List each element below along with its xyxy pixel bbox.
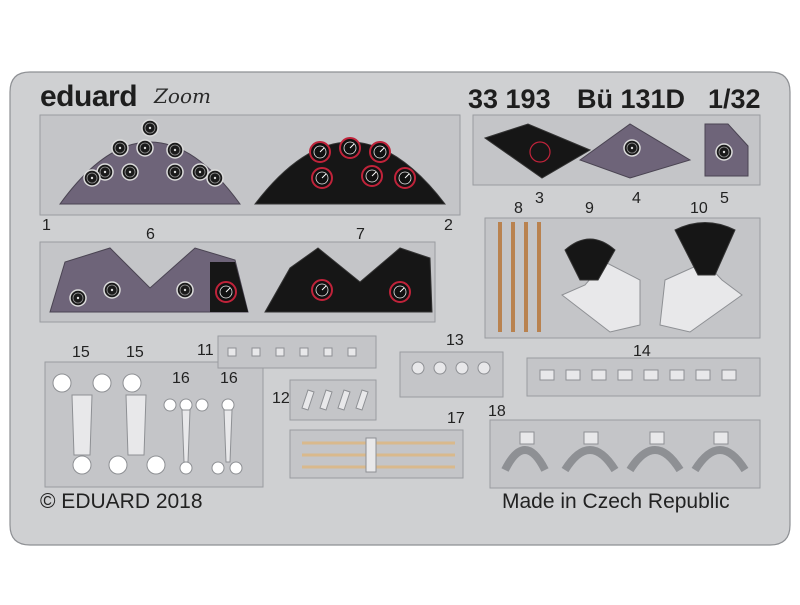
part-number: 4	[632, 190, 641, 207]
part-number: 12	[272, 390, 290, 407]
series-logo: Zoom	[154, 84, 211, 108]
part-15-lever-b	[108, 373, 166, 475]
kit-number: 33 193	[468, 84, 551, 114]
part-number: 18	[488, 403, 506, 420]
part-6-panel	[49, 247, 249, 313]
part-16-lever-b	[211, 398, 243, 475]
part-14-buckles	[539, 369, 737, 381]
kit-model: Bü 131D	[577, 84, 686, 114]
part-number: 15	[72, 344, 90, 361]
part-11-clips	[227, 347, 357, 357]
part-2-panel	[253, 137, 447, 205]
carrier-frame	[399, 351, 504, 398]
part-number: 6	[146, 226, 155, 243]
part-number: 13	[446, 332, 464, 349]
part-3-gauge-ring	[529, 141, 551, 163]
origin-text: Made in Czech Republic	[502, 490, 730, 513]
copyright-text: © EDUARD 2018	[40, 490, 203, 513]
part-number: 3	[535, 190, 544, 207]
part-number: 11	[197, 342, 214, 359]
part-number: 16	[220, 370, 238, 387]
part-number: 1	[42, 217, 51, 234]
part-10-panel	[659, 222, 743, 333]
part-number: 9	[585, 200, 594, 217]
kit-scale: 1/32	[708, 84, 761, 114]
part-4-panel	[578, 123, 692, 179]
part-number: 17	[447, 410, 465, 427]
part-18-brackets	[501, 431, 749, 473]
part-7-panel	[264, 247, 433, 313]
part-number: 7	[356, 226, 365, 243]
part-17-rods	[302, 437, 455, 473]
part-15-lever-a	[52, 373, 112, 475]
part-number: 15	[126, 344, 144, 361]
part-12-hooks	[301, 389, 369, 411]
part-3-panel	[483, 123, 592, 179]
part-number: 16	[172, 370, 190, 387]
brand-logo: eduard	[40, 80, 138, 113]
part-number: 5	[720, 190, 729, 207]
part-8-strips	[498, 222, 541, 332]
part-16-lever-a	[163, 398, 209, 475]
part-number: 10	[690, 200, 708, 217]
part-9-panel	[561, 238, 641, 333]
part-number: 14	[633, 343, 651, 360]
part-number: 8	[514, 200, 523, 217]
part-1-panel	[59, 119, 241, 205]
part-5-panel	[704, 123, 749, 177]
part-13-pins	[411, 361, 491, 375]
part-number: 2	[444, 217, 453, 234]
